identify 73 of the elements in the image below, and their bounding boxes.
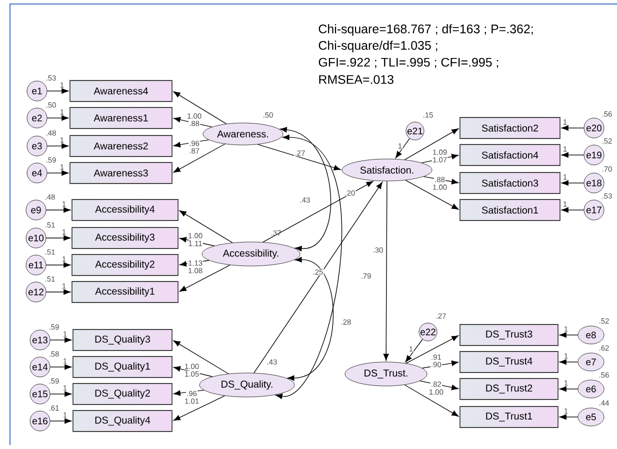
arrow bbox=[46, 115, 68, 121]
arrow bbox=[46, 235, 70, 241]
indicator-box: DS_Quality1 bbox=[72, 356, 172, 378]
arrow bbox=[254, 182, 382, 374]
indicator-box: Satisfaction3 bbox=[460, 172, 560, 194]
fit-statistics: Chi-square=168.767 ; df=163 ; P=.362; bbox=[318, 24, 533, 36]
arrow bbox=[422, 360, 458, 368]
arrow bbox=[46, 88, 68, 94]
arrow bbox=[173, 144, 226, 173]
indicator-box: DS_Trust2 bbox=[460, 378, 558, 400]
indicator-box: DS_Trust4 bbox=[460, 351, 558, 373]
arrow bbox=[562, 125, 584, 131]
arrow bbox=[180, 236, 215, 246]
arrow bbox=[46, 289, 70, 295]
indicator-box: Awareness3 bbox=[70, 162, 172, 184]
arrow bbox=[50, 418, 72, 424]
arrow bbox=[395, 138, 410, 158]
arrow bbox=[179, 264, 230, 292]
arrow bbox=[262, 181, 374, 242]
arrow bbox=[560, 386, 578, 392]
arrow bbox=[173, 340, 229, 374]
arrow bbox=[276, 134, 342, 400]
fit-statistics: Chi-square/df=1.035 ; bbox=[318, 40, 438, 52]
indicator-box: Awareness1 bbox=[70, 107, 172, 129]
arrow bbox=[46, 143, 68, 149]
arrow bbox=[50, 391, 72, 397]
arrow bbox=[180, 260, 210, 267]
arrow bbox=[560, 414, 578, 420]
indicator-box: DS_Quality3 bbox=[72, 329, 172, 351]
indicator-box: DS_Trust1 bbox=[460, 406, 558, 428]
indicator-box: DS_Trust3 bbox=[460, 324, 558, 346]
arrow bbox=[258, 144, 341, 170]
arrow bbox=[406, 335, 459, 364]
arrow bbox=[404, 128, 459, 160]
indicator-box: DS_Quality4 bbox=[72, 410, 172, 432]
arrow bbox=[173, 91, 227, 124]
indicator-box: Accessibility1 bbox=[72, 281, 178, 303]
indicator-box: DS_Quality2 bbox=[72, 383, 172, 405]
arrow bbox=[50, 337, 72, 343]
arrow bbox=[287, 256, 334, 381]
indicator-box: Accessibility4 bbox=[72, 199, 178, 221]
arrow bbox=[560, 359, 578, 365]
arrow bbox=[174, 117, 212, 128]
indicator-box: Satisfaction4 bbox=[460, 144, 560, 166]
arrow bbox=[405, 339, 423, 362]
arrow bbox=[404, 384, 459, 417]
arrow bbox=[280, 126, 331, 252]
arrow bbox=[423, 176, 458, 184]
arrow bbox=[562, 180, 584, 186]
arrow bbox=[173, 395, 226, 421]
indicator-box: Accessibility2 bbox=[72, 254, 178, 276]
arrow bbox=[174, 139, 210, 148]
arrow bbox=[383, 180, 389, 361]
arrow bbox=[421, 154, 458, 164]
indicator-box: Awareness4 bbox=[70, 80, 172, 102]
arrow bbox=[560, 332, 578, 338]
arrow bbox=[46, 262, 70, 268]
arrow bbox=[420, 380, 458, 390]
arrow bbox=[46, 170, 68, 176]
indicator-box: Satisfaction2 bbox=[460, 117, 560, 139]
fit-statistics: GFI=.922 ; TLI=.995 ; CFI=.995 ; bbox=[318, 58, 498, 68]
arrow bbox=[405, 180, 459, 210]
arrow bbox=[46, 207, 70, 213]
fit-statistics: RMSEA=.013 bbox=[319, 75, 394, 84]
arrow bbox=[174, 390, 204, 396]
indicator-box: Accessibility3 bbox=[72, 227, 178, 249]
arrow bbox=[50, 364, 72, 370]
arrow bbox=[174, 366, 213, 377]
arrow bbox=[562, 207, 584, 213]
arrow bbox=[562, 152, 584, 158]
indicator-box: Awareness2 bbox=[70, 135, 172, 157]
indicator-box: Satisfaction1 bbox=[460, 199, 560, 221]
arrow bbox=[179, 210, 233, 244]
